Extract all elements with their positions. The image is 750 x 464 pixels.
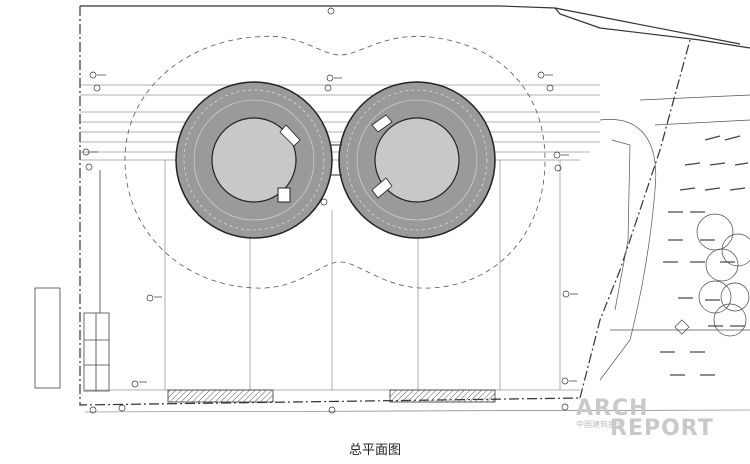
- level-markers: [82, 7, 578, 414]
- landscape-dashes: [660, 135, 749, 376]
- left-building: [34, 170, 110, 392]
- watermark-line1: ARCH: [576, 396, 649, 421]
- watermark-line2: REPORT: [610, 416, 714, 441]
- right-tower: [338, 81, 496, 239]
- vertical-lines: [164, 160, 561, 390]
- tower-connector: [330, 144, 342, 176]
- horizontal-lines: [80, 84, 750, 413]
- trees: [674, 213, 750, 337]
- top-boundary: [80, 5, 750, 49]
- site-boundary: [79, 6, 691, 406]
- plan-caption: 总平面图: [348, 443, 401, 458]
- bottom-gates: [167, 389, 496, 403]
- site-plan-drawing: [34, 5, 750, 414]
- watermark-small: 中国建筑报道: [576, 420, 624, 429]
- right-landscape: [599, 94, 750, 381]
- left-tower: [175, 81, 333, 239]
- watermark: ARCH 中国建筑报道 REPORT: [576, 398, 736, 440]
- dashed-envelope: [124, 35, 546, 289]
